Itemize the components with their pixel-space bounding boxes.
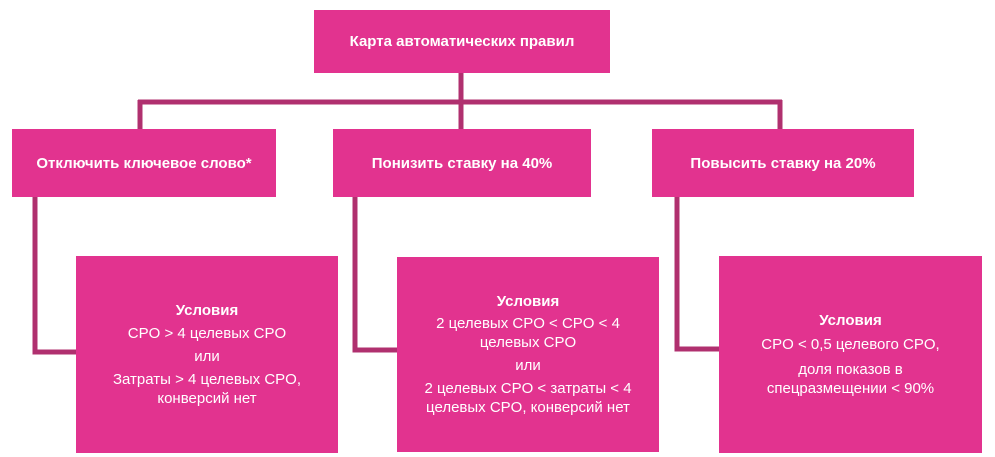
action-label: Повысить ставку на 20%	[690, 154, 876, 172]
action-label: Отключить ключевое слово*	[36, 154, 252, 172]
condition-or: или	[194, 348, 220, 365]
action-disable-keyword: Отключить ключевое слово*	[12, 129, 276, 197]
condition-line: спецразмещении < 90%	[766, 380, 935, 397]
condition-line: 2 целевых CPO < CPO < 4	[436, 315, 620, 332]
action-decrease-bid: Понизить ставку на 40%	[333, 129, 591, 197]
conditions-title: Условия	[819, 312, 882, 329]
condition-line: доля показов в	[798, 361, 903, 378]
conditions-disable-keyword: Условия CPO > 4 целевых CPO или Затраты …	[76, 256, 338, 453]
conditions-decrease-bid: Условия 2 целевых CPO < CPO < 4 целевых …	[397, 257, 659, 452]
action-increase-bid: Повысить ставку на 20%	[652, 129, 914, 197]
condition-line: CPO > 4 целевых CPO	[127, 325, 287, 342]
connector-action-2-to-conditions	[352, 197, 397, 353]
root-label: Карта автоматических правил	[349, 33, 575, 50]
condition-line: 2 целевых CPO < затраты < 4	[424, 380, 632, 397]
conditions-title: Условия	[175, 302, 239, 319]
connector-action-1-to-conditions	[32, 197, 76, 355]
condition-line: Затраты > 4 целевых CPO,	[112, 371, 301, 388]
connector-action-3-to-conditions	[674, 197, 719, 352]
conditions-increase-bid: Условия CPO < 0,5 целевого CPO, доля пок…	[719, 256, 982, 453]
action-label: Понизить ставку на 40%	[371, 154, 553, 172]
condition-line: CPO < 0,5 целевого CPO,	[761, 336, 940, 353]
condition-or: или	[515, 357, 541, 374]
condition-line: конверсий нет	[157, 390, 257, 407]
condition-line: целевых CPO	[479, 334, 577, 351]
conditions-title: Условия	[496, 293, 560, 310]
root-node: Карта автоматических правил	[314, 10, 610, 73]
condition-line: целевых CPO, конверсий нет	[426, 399, 630, 416]
